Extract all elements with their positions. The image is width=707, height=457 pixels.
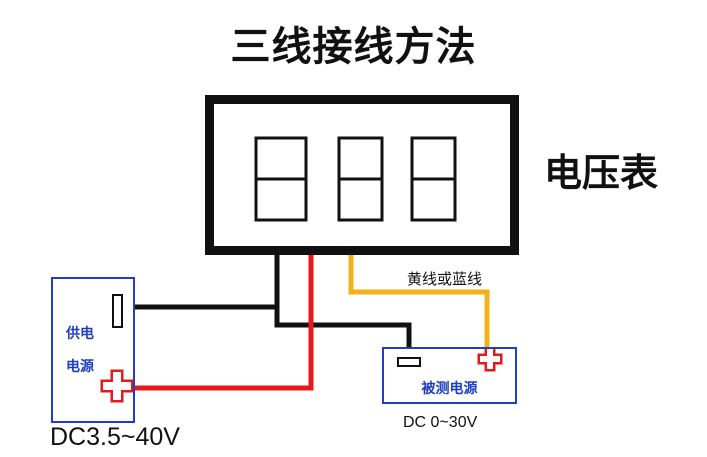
- ground-wire: [132, 255, 280, 310]
- power-supply-label-line2: 电源: [66, 359, 94, 375]
- power-supply-voltage-range: DC3.5~40V: [50, 423, 180, 451]
- positive-wire: [132, 255, 314, 391]
- measured-source-box: 被测电源: [382, 347, 517, 404]
- digit-1: [254, 136, 308, 222]
- power-supply-label-line1: 供电: [66, 326, 94, 342]
- plus-terminal-icon: [100, 369, 133, 403]
- diagram-title: 三线接线方法: [230, 24, 477, 70]
- seven-segment-digits: [254, 136, 457, 222]
- voltmeter-label: 电压表: [544, 151, 659, 195]
- signal-wire-note: 黄线或蓝线: [407, 270, 483, 288]
- minus-terminal-icon: [397, 357, 421, 367]
- digit-3: [410, 136, 457, 222]
- power-supply-terminals: [100, 294, 133, 403]
- measured-source-terminals: [397, 349, 503, 372]
- power-supply-box: 供电 电源: [51, 277, 135, 423]
- digit-2: [337, 136, 384, 222]
- plus-terminal-icon: [477, 349, 503, 372]
- ground-wire-branch: [274, 307, 412, 349]
- measured-source-label: 被测电源: [421, 381, 478, 397]
- voltmeter-display: [205, 95, 519, 255]
- signal-wire: [348, 255, 490, 349]
- minus-terminal-icon: [112, 294, 123, 328]
- measured-source-voltage-range: DC 0~30V: [403, 414, 478, 431]
